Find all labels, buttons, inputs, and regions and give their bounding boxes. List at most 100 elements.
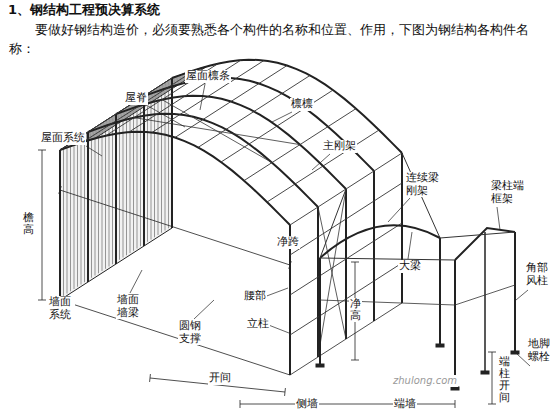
anchor-bolt bbox=[436, 344, 444, 347]
part-label: 檩檩 bbox=[290, 98, 314, 111]
part-label: 端墙 bbox=[393, 398, 417, 411]
part-label: 墙面 墙梁 bbox=[116, 294, 143, 319]
dimension-line bbox=[42, 150, 43, 300]
cladding-rib bbox=[154, 91, 155, 237]
leader-line bbox=[497, 207, 500, 230]
anchor-bolt bbox=[511, 351, 519, 354]
ground-line bbox=[290, 303, 402, 375]
column bbox=[143, 96, 145, 246]
part-label: 净跨 bbox=[276, 236, 300, 249]
rafter bbox=[144, 78, 374, 171]
dimension-line bbox=[351, 262, 359, 263]
cladding-rib bbox=[77, 141, 78, 287]
column bbox=[319, 258, 321, 365]
part-label: 角部 风柱 bbox=[525, 262, 552, 287]
cladding-rib bbox=[165, 85, 166, 231]
purlin bbox=[198, 75, 310, 147]
cladding-rib bbox=[161, 87, 162, 233]
cladding-rib bbox=[70, 145, 71, 291]
cladding-rib bbox=[137, 103, 138, 249]
purlin bbox=[152, 60, 264, 132]
girder bbox=[320, 225, 440, 258]
rod-bracing bbox=[162, 100, 272, 163]
column bbox=[115, 114, 117, 264]
part-label: 连续梁 刚架 bbox=[405, 172, 443, 197]
cladding-rib bbox=[133, 105, 134, 251]
cladding-rib bbox=[140, 100, 141, 246]
dimension-line bbox=[351, 360, 359, 361]
cladding-rib bbox=[158, 89, 159, 235]
cladding-rib bbox=[63, 150, 64, 296]
cladding-rib bbox=[109, 121, 110, 267]
leader-line bbox=[388, 198, 410, 222]
eave-strut bbox=[320, 258, 455, 260]
column bbox=[439, 238, 441, 345]
part-label: 大梁 bbox=[398, 260, 422, 273]
part-label: 屋脊 bbox=[124, 92, 148, 105]
leader-line bbox=[264, 288, 288, 297]
anchor-bolt bbox=[481, 371, 489, 374]
part-label: 檐高 bbox=[22, 212, 35, 236]
column bbox=[514, 232, 516, 352]
wall-girt bbox=[320, 300, 455, 305]
rafter bbox=[60, 132, 290, 225]
wall-cladding bbox=[60, 78, 172, 300]
dimension-line bbox=[488, 404, 496, 405]
part-label: 开间 bbox=[208, 372, 232, 385]
column bbox=[345, 189, 347, 339]
rafter bbox=[88, 114, 318, 207]
part-label: 屋面系统 bbox=[40, 132, 86, 145]
column bbox=[317, 207, 319, 357]
column bbox=[87, 132, 89, 282]
heading: 1、钢结构工程预决算系统 bbox=[8, 3, 160, 18]
cladding-rib bbox=[98, 127, 99, 273]
leader-line bbox=[200, 84, 205, 110]
cladding-rib bbox=[67, 148, 68, 294]
part-label: 侧墙 bbox=[295, 398, 319, 411]
column bbox=[373, 171, 375, 321]
cladding-rib bbox=[119, 114, 120, 260]
cladding-rib bbox=[126, 109, 127, 255]
column bbox=[59, 150, 61, 300]
wind-column bbox=[484, 232, 486, 372]
cladding-rib bbox=[113, 105, 148, 116]
rod-bracing bbox=[318, 189, 346, 357]
cladding-rib bbox=[91, 132, 92, 278]
purlin bbox=[83, 70, 195, 142]
cladding-rib bbox=[105, 123, 106, 269]
cladding-rib bbox=[102, 125, 103, 271]
dimension-line bbox=[284, 388, 286, 396]
dimension-line bbox=[38, 300, 46, 301]
leader-line bbox=[516, 290, 528, 300]
column bbox=[171, 78, 173, 228]
eave-strut bbox=[320, 189, 346, 258]
eave-strut bbox=[440, 232, 515, 238]
dimension-line bbox=[38, 150, 46, 151]
wall-girt bbox=[290, 183, 402, 255]
leader-line bbox=[408, 232, 412, 259]
column bbox=[454, 260, 456, 388]
dimension-line bbox=[240, 400, 241, 408]
rafter bbox=[116, 96, 346, 189]
wall-girt bbox=[455, 285, 515, 305]
leader-line bbox=[130, 270, 142, 293]
column bbox=[401, 153, 403, 303]
part-label: 端柱开间 bbox=[498, 356, 511, 404]
cladding-rib bbox=[112, 118, 113, 264]
part-label: 墙面 系统 bbox=[48, 296, 75, 321]
cladding-rib bbox=[168, 82, 169, 228]
cladding-rib bbox=[74, 143, 75, 289]
anchor-bolt bbox=[451, 387, 459, 390]
leader-line bbox=[86, 146, 102, 156]
watermark: zhulong.com bbox=[392, 375, 458, 387]
purlin bbox=[267, 130, 379, 202]
leader-line bbox=[272, 112, 292, 122]
dimension-line bbox=[488, 352, 496, 353]
cladding-rib bbox=[81, 139, 82, 285]
leader-line bbox=[148, 106, 185, 127]
cladding-rib bbox=[95, 116, 130, 127]
dimension-line bbox=[60, 190, 290, 265]
dimension-line bbox=[59, 186, 61, 194]
